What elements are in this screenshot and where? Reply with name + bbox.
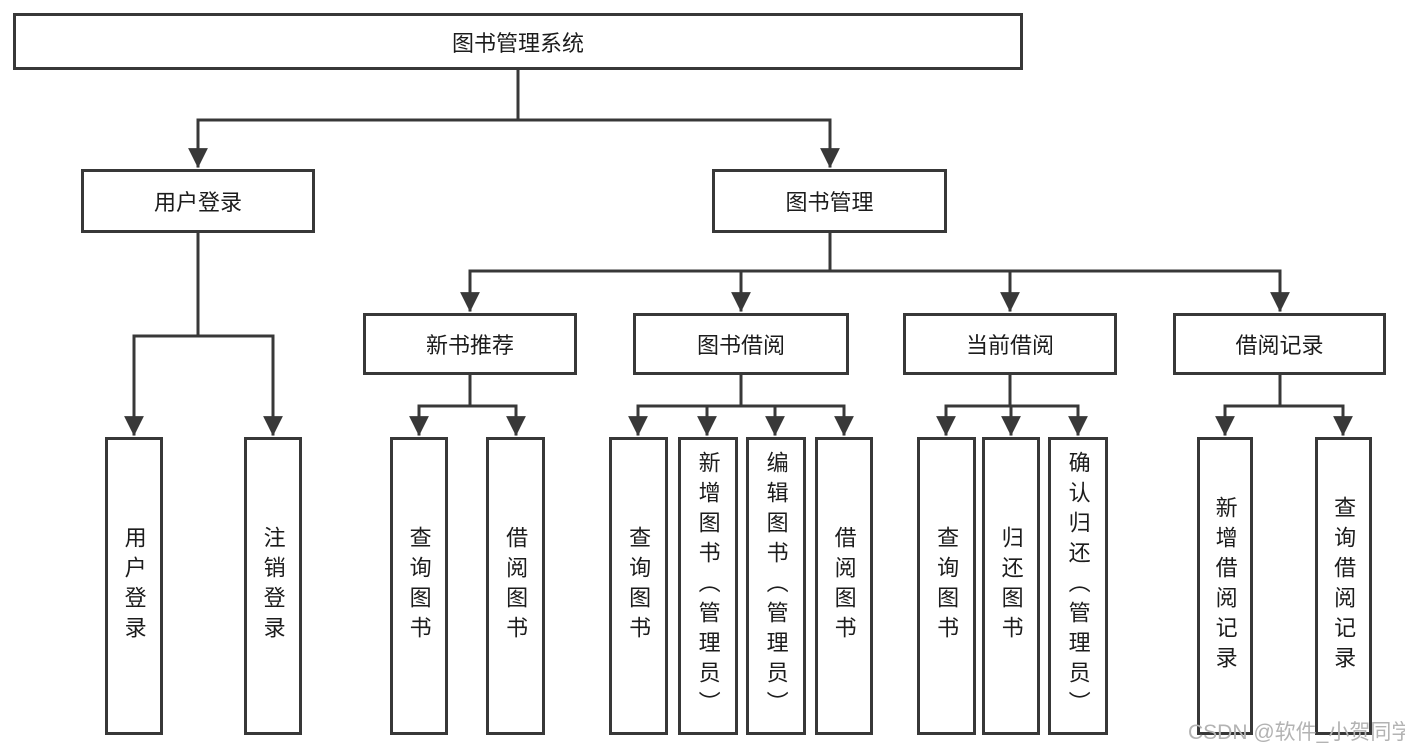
- node-leaf-query-books-1: 查询图书: [390, 437, 448, 735]
- node-book-management: 图书管理: [712, 169, 947, 233]
- connector-user-login-branch: [132, 231, 275, 338]
- node-user-login: 用户登录: [81, 169, 315, 233]
- node-book-borrowing: 图书借阅: [633, 313, 849, 375]
- node-leaf-add-books-admin-label: 新增图书（管理员）: [695, 451, 721, 721]
- node-leaf-add-books-admin: 新增图书（管理员）: [678, 437, 738, 735]
- connector-root-branch: [196, 68, 832, 122]
- node-current-borrowing-label: 当前借阅: [965, 333, 1054, 358]
- node-leaf-query-books-2-label: 查询图书: [626, 526, 652, 646]
- connector-book-borrowing-branch: [636, 373, 846, 408]
- node-leaf-query-books-2: 查询图书: [609, 437, 668, 735]
- node-leaf-return-books: 归还图书: [982, 437, 1040, 735]
- node-leaf-query-books-1-label: 查询图书: [406, 526, 432, 646]
- node-leaf-logout-label: 注销登录: [260, 526, 286, 646]
- node-leaf-add-borrow-record-label: 新增借阅记录: [1212, 496, 1238, 676]
- node-leaf-query-books-3-label: 查询图书: [934, 526, 960, 646]
- node-leaf-edit-books-admin-label: 编辑图书（管理员）: [763, 451, 789, 721]
- node-root-label: 图书管理系统: [451, 30, 584, 56]
- node-new-book-recommendation-label: 新书推荐: [425, 333, 514, 358]
- connector-book-management-branch: [468, 231, 1282, 273]
- node-leaf-borrow-books-1: 借阅图书: [486, 437, 545, 735]
- node-leaf-borrow-books-2: 借阅图书: [815, 437, 873, 735]
- connector-current-borrowing-branch: [944, 373, 1080, 408]
- connector-new-book-rec-branch: [417, 373, 518, 408]
- node-leaf-logout: 注销登录: [244, 437, 302, 735]
- node-user-login-label: 用户登录: [153, 190, 242, 215]
- node-leaf-query-borrow-record-label: 查询借阅记录: [1331, 496, 1357, 676]
- node-book-borrowing-label: 图书借阅: [696, 333, 785, 358]
- node-borrowing-records-label: 借阅记录: [1235, 333, 1324, 358]
- node-current-borrowing: 当前借阅: [903, 313, 1117, 375]
- node-leaf-add-borrow-record: 新增借阅记录: [1197, 437, 1253, 735]
- node-leaf-user-login-label: 用户登录: [121, 526, 147, 646]
- node-leaf-query-books-3: 查询图书: [917, 437, 976, 735]
- node-book-management-label: 图书管理: [785, 190, 874, 215]
- node-new-book-recommendation: 新书推荐: [363, 313, 577, 375]
- node-leaf-edit-books-admin: 编辑图书（管理员）: [746, 437, 806, 735]
- node-leaf-return-books-label: 归还图书: [998, 526, 1024, 646]
- node-leaf-user-login: 用户登录: [105, 437, 163, 735]
- node-root: 图书管理系统: [13, 13, 1023, 70]
- connector-borrowing-records-branch: [1223, 373, 1345, 408]
- node-leaf-confirm-return-admin-label: 确认归还（管理员）: [1065, 451, 1091, 721]
- watermark: CSDN @软件_小贺同学: [1188, 721, 1405, 744]
- node-leaf-confirm-return-admin: 确认归还（管理员）: [1048, 437, 1108, 735]
- node-leaf-query-borrow-record: 查询借阅记录: [1315, 437, 1372, 735]
- node-leaf-borrow-books-1-label: 借阅图书: [503, 526, 529, 646]
- node-leaf-borrow-books-2-label: 借阅图书: [831, 526, 857, 646]
- node-borrowing-records: 借阅记录: [1173, 313, 1386, 375]
